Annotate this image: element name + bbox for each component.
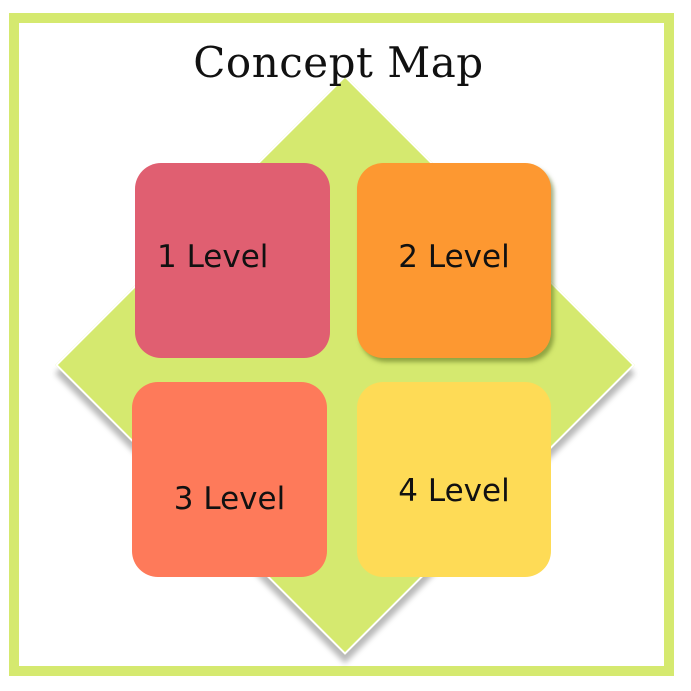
- level-3-box: 3 Level: [132, 382, 327, 577]
- level-1-box: 1 Level: [135, 163, 330, 358]
- level-1-label: 1 Level: [157, 238, 269, 275]
- level-3-label: 3 Level: [173, 480, 286, 517]
- level-4-box: 4 Level: [357, 382, 551, 577]
- diagram-title: Concept Map: [193, 38, 484, 87]
- level-2-box: 2 Level: [357, 163, 551, 358]
- level-2-label: 2 Level: [398, 238, 510, 275]
- level-4-label: 4 Level: [398, 472, 510, 509]
